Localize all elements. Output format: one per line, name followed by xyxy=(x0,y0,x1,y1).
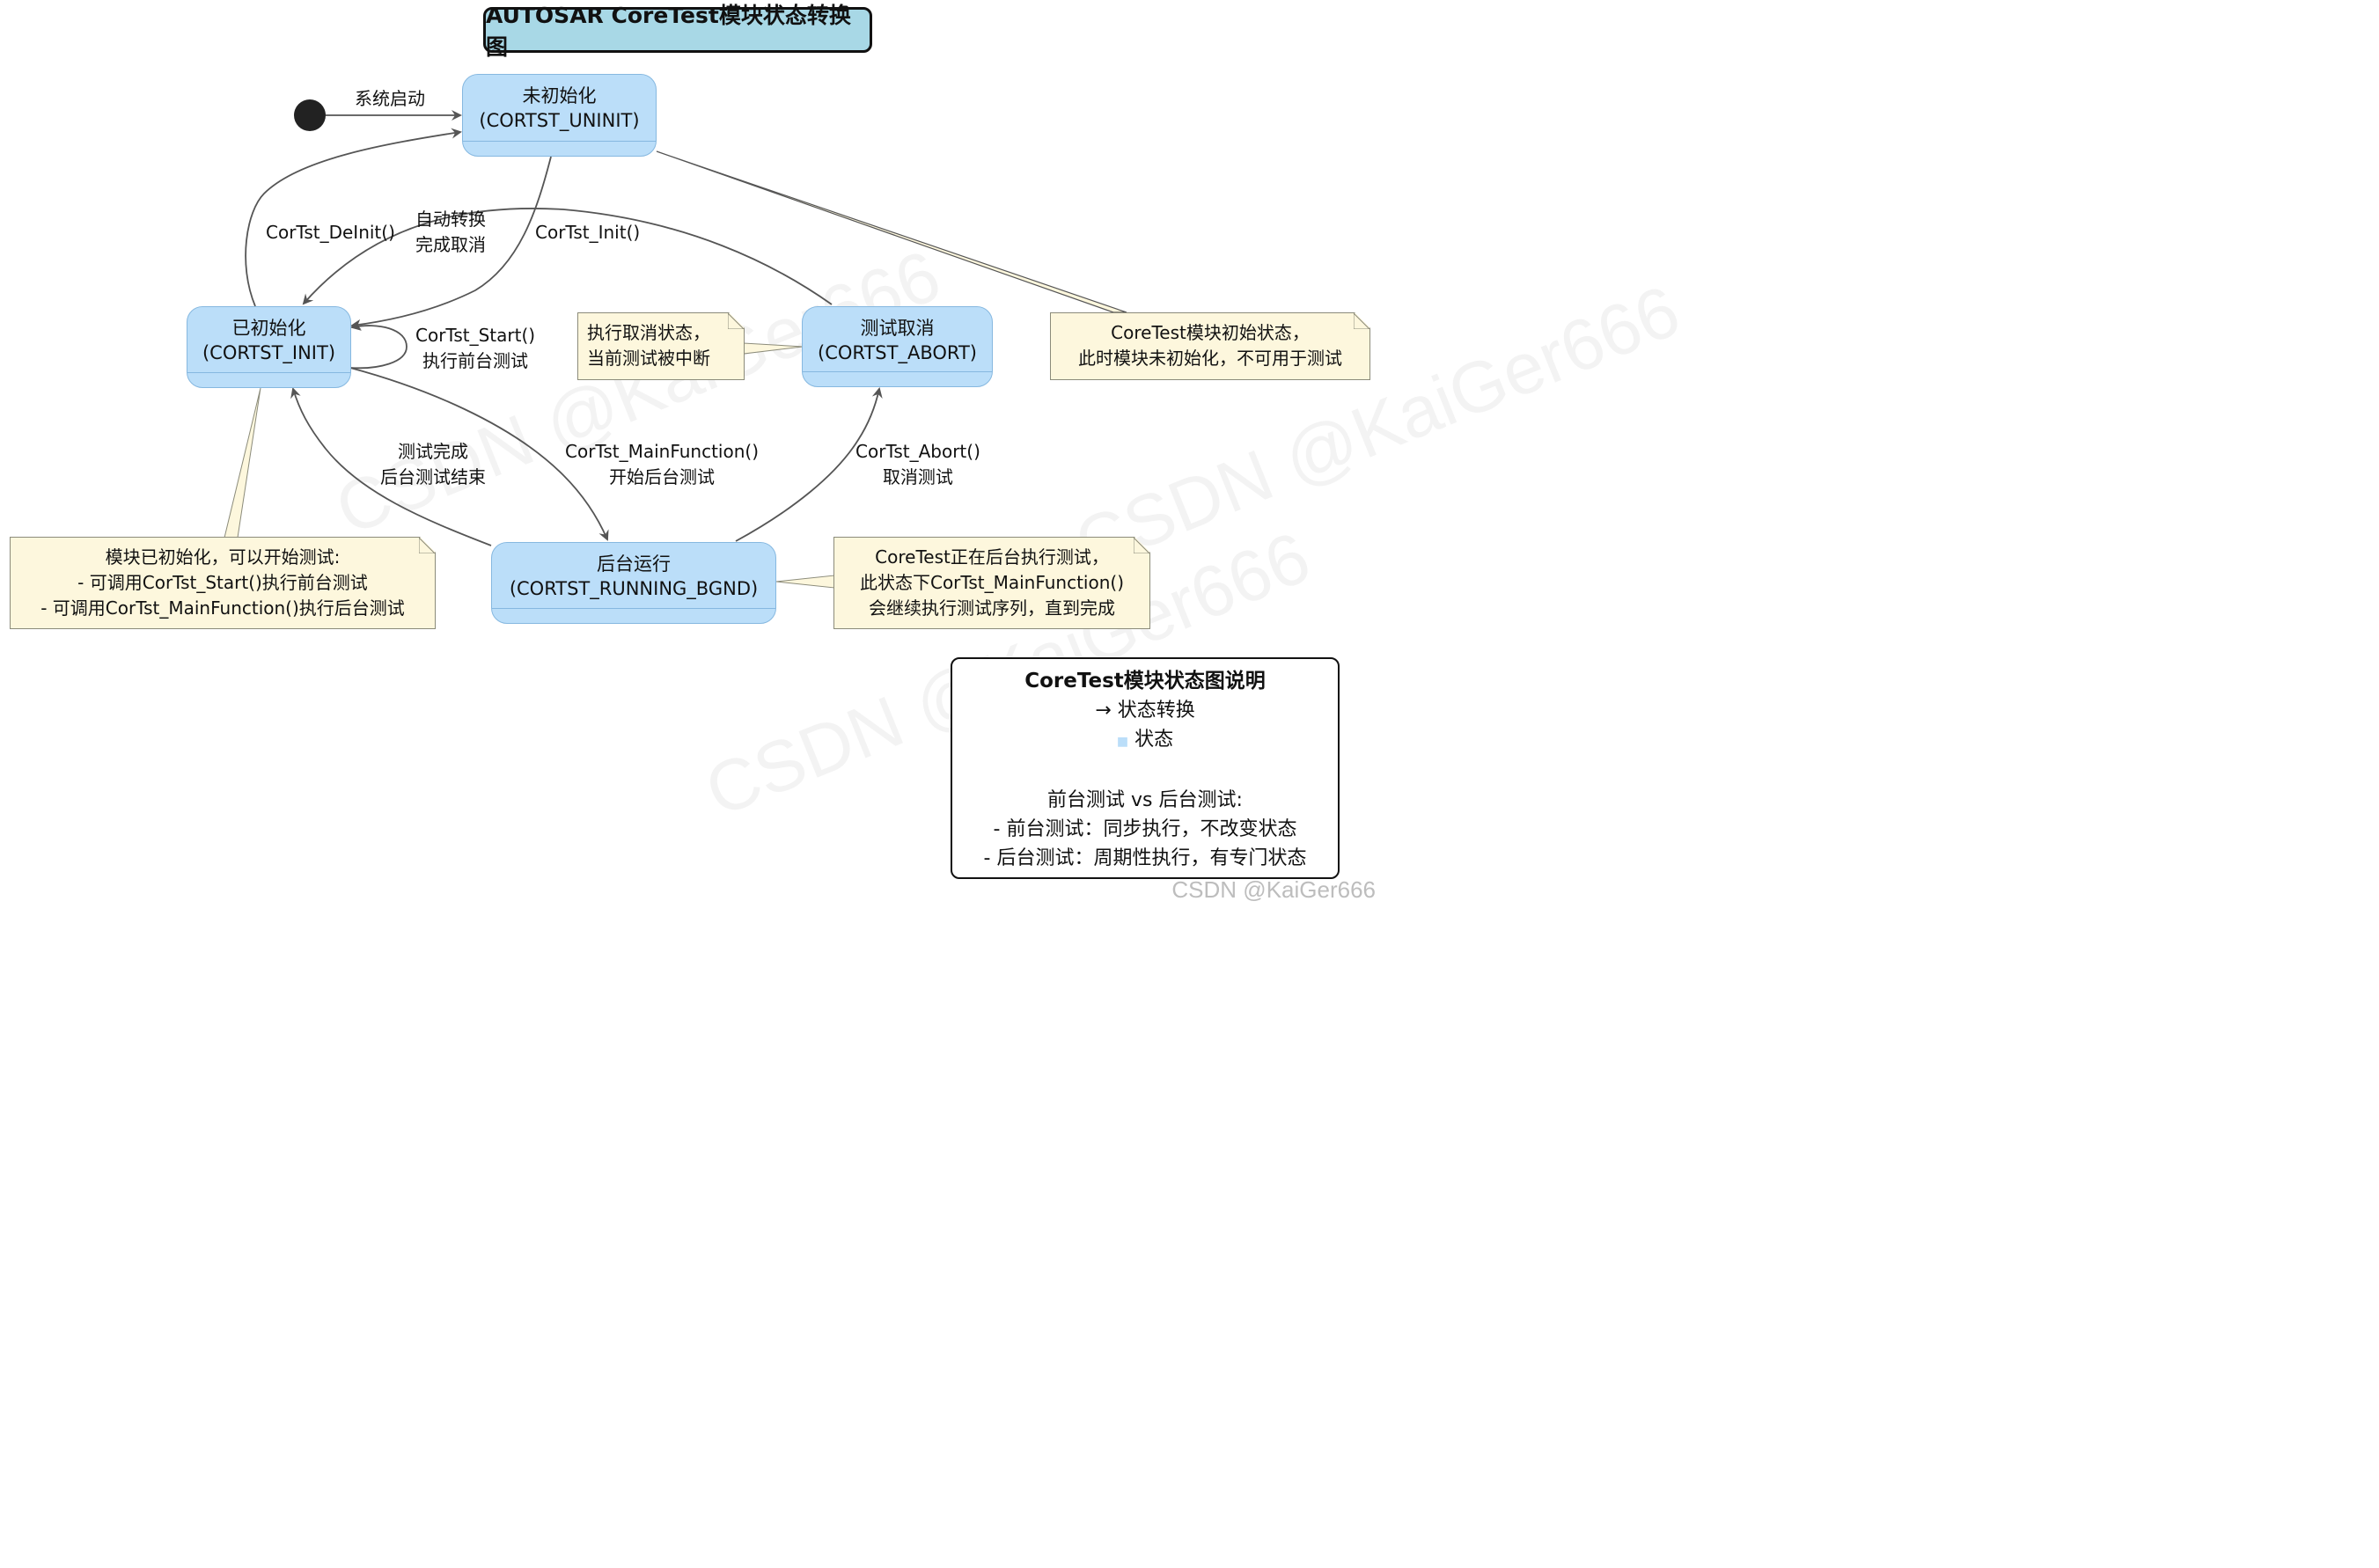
note-connector-running xyxy=(775,575,835,589)
label-abort: CorTst_Abort() 取消测试 xyxy=(855,439,980,490)
note-running-line: 会继续执行测试序列，直到完成 xyxy=(869,597,1115,619)
state-abort: 测试取消 (CORTST_ABORT) xyxy=(802,306,993,387)
state-uninit: 未初始化 (CORTST_UNINIT) xyxy=(462,74,657,157)
legend-compare-title: 前台测试 vs 后台测试: xyxy=(1047,789,1243,811)
label-main-line2: 开始后台测试 xyxy=(609,466,715,487)
state-init-id: (CORTST_INIT) xyxy=(202,342,336,363)
state-running-id: (CORTST_RUNNING_BGND) xyxy=(509,578,759,599)
label-auto: 自动转换 完成取消 xyxy=(415,207,486,258)
edge-init xyxy=(350,156,552,330)
initial-state-node xyxy=(294,99,326,131)
label-deinit: CorTst_DeInit() xyxy=(266,222,395,243)
note-abort: 执行取消状态， 当前测试被中断 xyxy=(577,312,745,380)
legend-bg-desc: - 后台测试：周期性执行，有专门状态 xyxy=(983,847,1307,869)
note-uninit: CoreTest模块初始状态， 此时模块未初始化，不可用于测试 xyxy=(1050,312,1370,380)
legend-state-label: 状态 xyxy=(1134,729,1174,751)
label-fg-line2: 执行前台测试 xyxy=(422,350,529,371)
note-connector-uninit xyxy=(656,150,1127,313)
edge-auto xyxy=(302,208,833,305)
label-done-line2: 后台测试结束 xyxy=(380,466,486,487)
label-test-done: 测试完成 后台测试结束 xyxy=(380,439,486,490)
label-init-call: CorTst_Init() xyxy=(535,222,641,243)
legend-title: CoreTest模块状态图说明 xyxy=(1024,670,1266,692)
diagram-title: AUTOSAR CoreTest模块状态转换图 xyxy=(483,3,872,60)
note-running-line: CoreTest正在后台执行测试， xyxy=(875,546,1109,568)
label-done-line1: 测试完成 xyxy=(398,441,468,462)
note-running: CoreTest正在后台执行测试， 此状态下CorTst_MainFunctio… xyxy=(833,537,1150,629)
note-abort-line: 执行取消状态， xyxy=(587,322,710,343)
state-uninit-id: (CORTST_UNINIT) xyxy=(479,110,640,131)
legend-arrow-row: → 状态转换 xyxy=(1095,700,1195,722)
note-uninit-line: CoreTest模块初始状态， xyxy=(1111,322,1310,343)
label-abort-line1: CorTst_Abort() xyxy=(855,441,980,462)
legend-fg-desc: - 前台测试：同步执行，不改变状态 xyxy=(993,818,1297,840)
label-fg-line1: CorTst_Start() xyxy=(415,325,536,346)
note-init-line: - 可调用CorTst_MainFunction()执行后台测试 xyxy=(40,597,405,619)
state-uninit-name: 未初始化 xyxy=(522,85,597,106)
note-connector-init xyxy=(224,387,261,539)
label-abort-line2: 取消测试 xyxy=(882,466,953,487)
note-init-line: - 可调用CorTst_Start()执行前台测试 xyxy=(77,572,368,593)
note-init: 模块已初始化，可以开始测试: - 可调用CorTst_Start()执行前台测试… xyxy=(10,537,436,629)
edge-abort xyxy=(735,387,883,542)
edge-main-function xyxy=(349,367,609,541)
state-abort-id: (CORTST_ABORT) xyxy=(818,342,977,363)
label-start: 系统启动 xyxy=(355,88,425,109)
label-main-function: CorTst_MainFunction() 开始后台测试 xyxy=(565,439,759,490)
label-main-line1: CorTst_MainFunction() xyxy=(565,441,760,462)
note-abort-line: 当前测试被中断 xyxy=(587,348,710,369)
state-init-name: 已初始化 xyxy=(231,318,306,339)
state-swatch-icon: ■ xyxy=(1116,735,1129,749)
state-running: 后台运行 (CORTST_RUNNING_BGND) xyxy=(491,542,776,624)
diagram-edges xyxy=(224,99,1127,589)
note-connector-abort xyxy=(743,342,804,355)
edge-test-done xyxy=(290,387,492,546)
label-auto-line2: 完成取消 xyxy=(415,234,486,255)
label-auto-line1: 自动转换 xyxy=(415,209,486,230)
state-abort-name: 测试取消 xyxy=(860,318,935,339)
note-uninit-line: 此时模块未初始化，不可用于测试 xyxy=(1078,348,1342,369)
legend-state-row: ■ 状态 xyxy=(952,725,1338,757)
note-init-line: 模块已初始化，可以开始测试: xyxy=(105,546,341,568)
legend-box: CoreTest模块状态图说明 → 状态转换 ■ 状态 前台测试 vs 后台测试… xyxy=(951,657,1340,879)
csdn-watermark: CSDN @KaiGer666 xyxy=(1171,876,1376,903)
edge-self-loop xyxy=(349,320,408,370)
label-foreground: CorTst_Start() 执行前台测试 xyxy=(415,323,535,374)
state-init: 已初始化 (CORTST_INIT) xyxy=(187,306,351,388)
edge-deinit xyxy=(245,128,462,307)
state-running-name: 后台运行 xyxy=(597,553,671,575)
note-running-line: 此状态下CorTst_MainFunction() xyxy=(859,572,1124,593)
